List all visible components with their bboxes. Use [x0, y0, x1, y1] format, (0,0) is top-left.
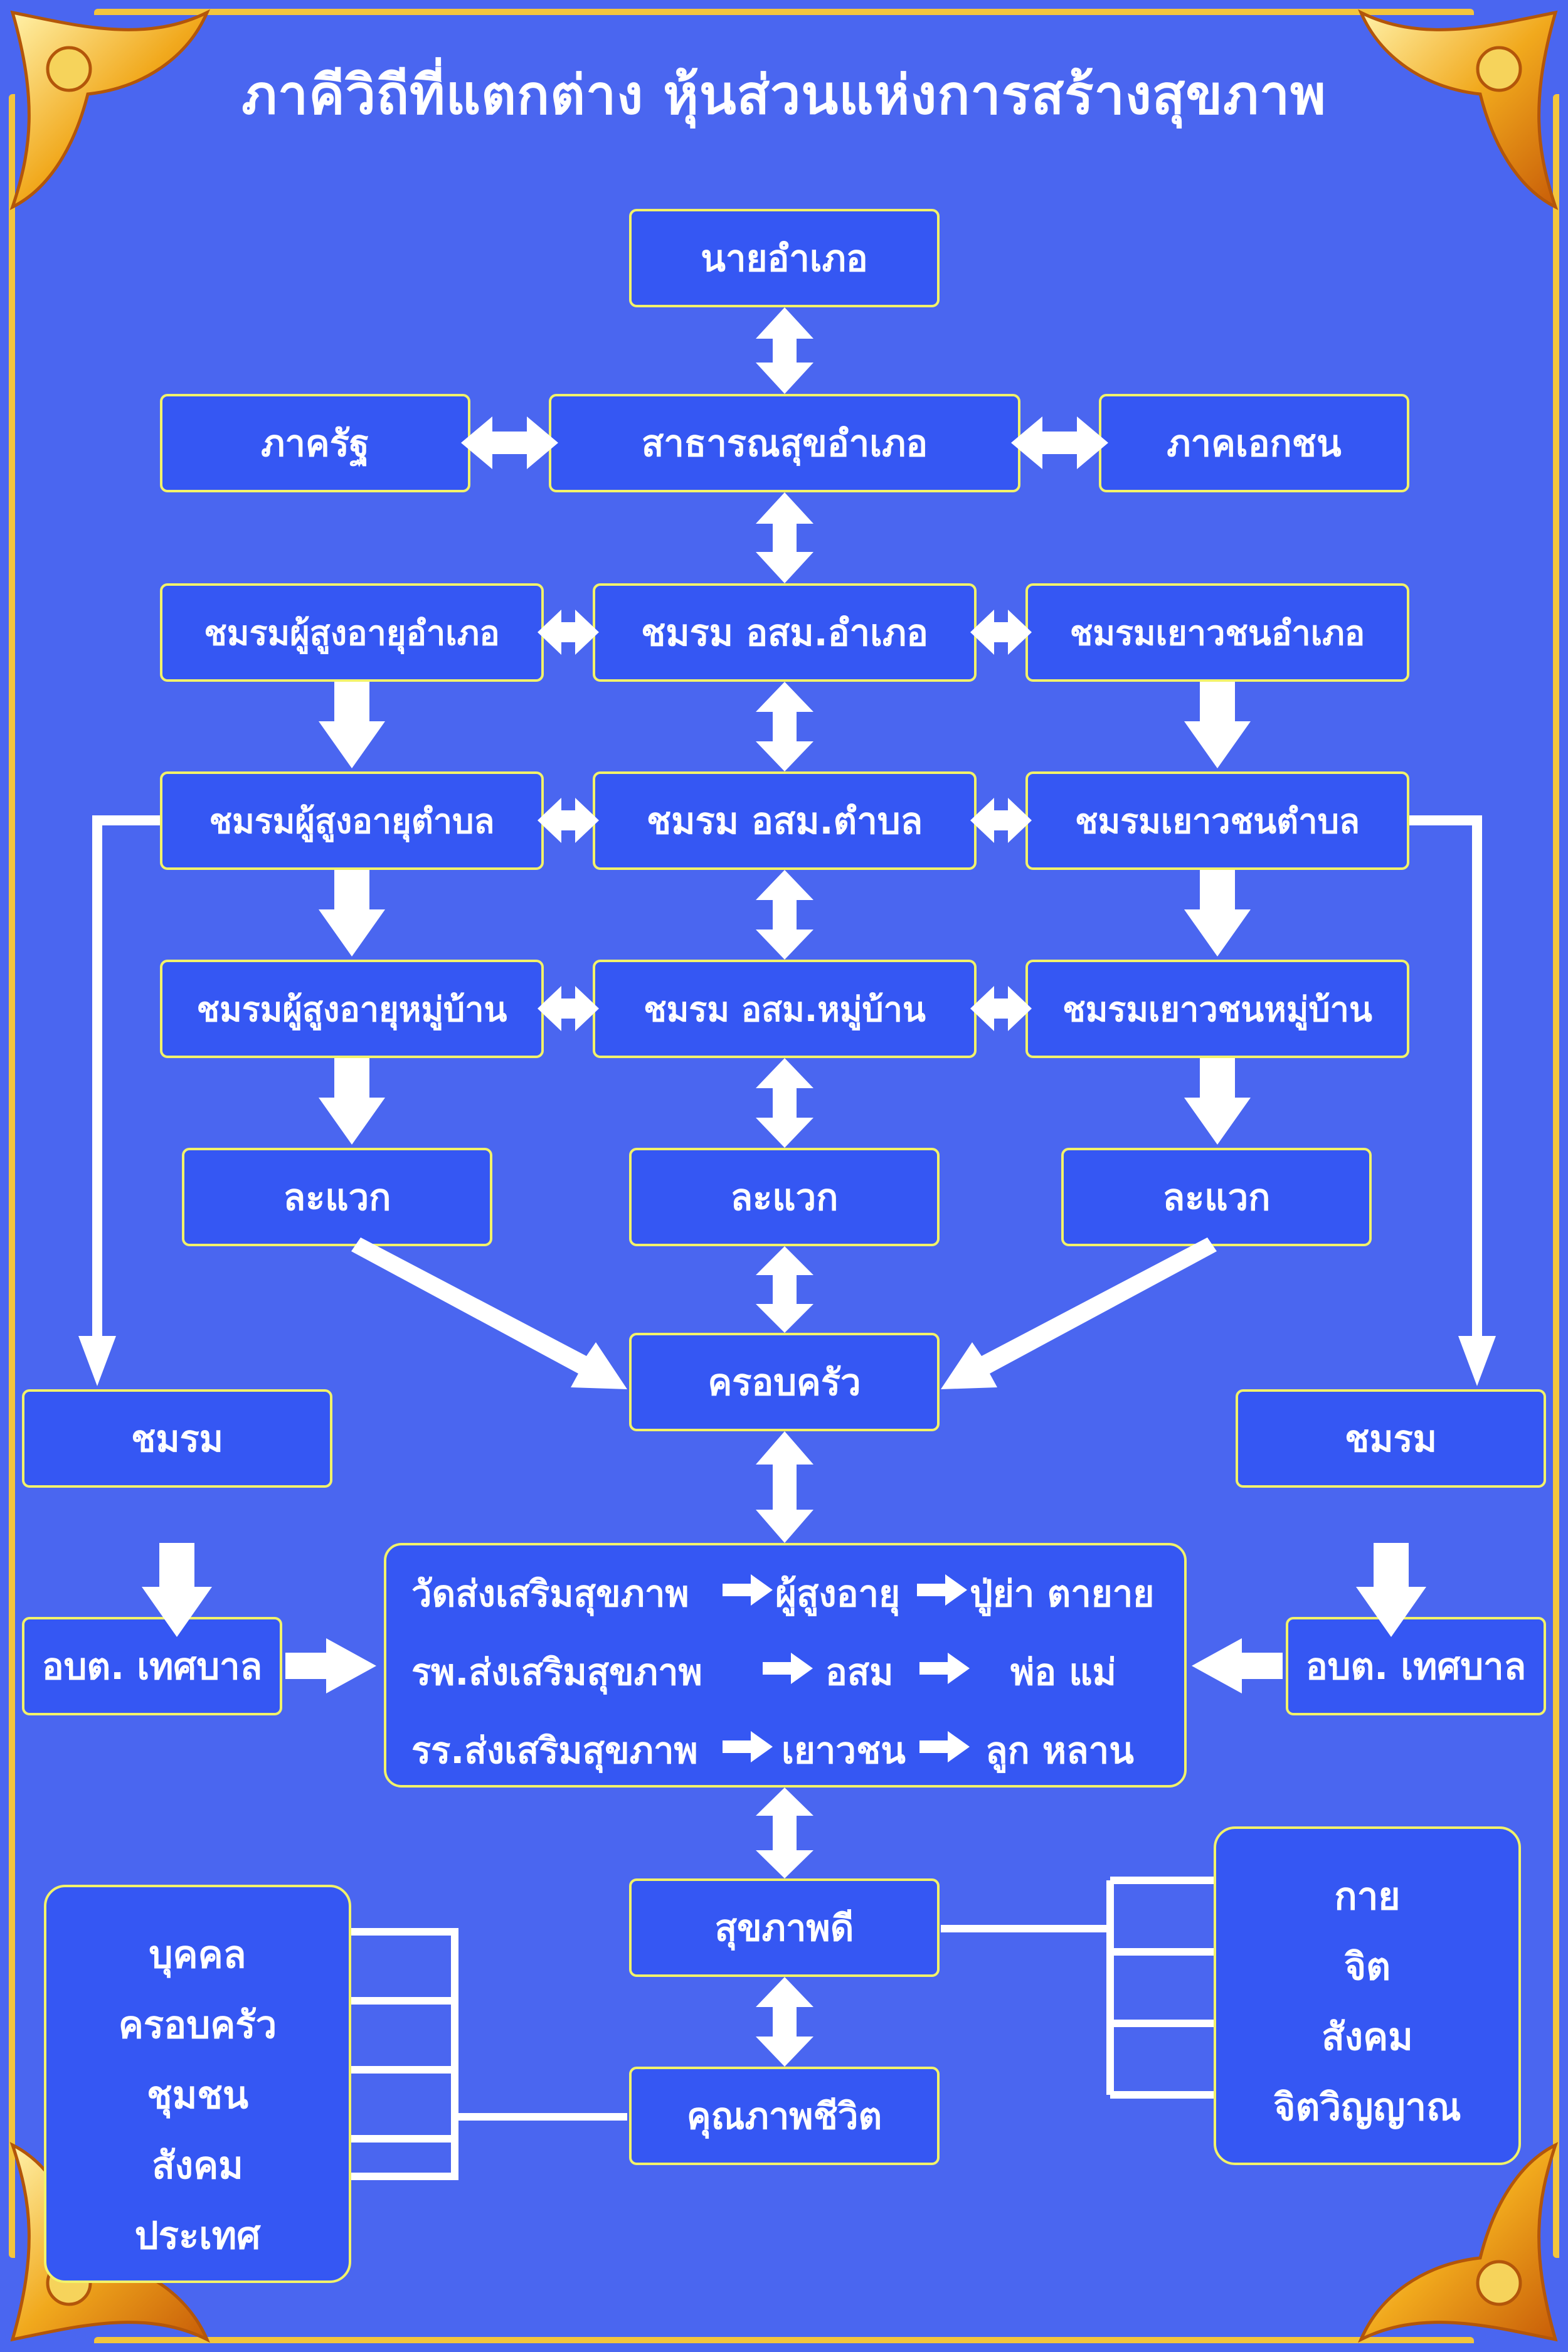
- elderly-club-district-box: ชมรมผู้สูงอายุอำเภอ: [160, 583, 544, 682]
- dimension-item: จิต: [1343, 1945, 1391, 1989]
- local-admin-right-box: อบต. เทศบาล: [1286, 1617, 1546, 1715]
- promotion-group: ผู้สูงอายุ: [775, 1572, 901, 1615]
- arrow-down-icon: [319, 682, 385, 768]
- arrow-down-icon: [1184, 1058, 1251, 1145]
- arrow-right-icon: [919, 1729, 970, 1771]
- double-arrow-horizontal-icon: [970, 798, 1032, 843]
- arrow-right-icon: [285, 1638, 376, 1693]
- double-arrow-vertical-icon: [756, 492, 813, 583]
- arrow-down-icon: [1184, 682, 1251, 768]
- neighborhood-center-box: ละแวก: [629, 1148, 940, 1246]
- double-arrow-horizontal-icon: [538, 610, 599, 655]
- double-arrow-horizontal-icon: [970, 610, 1032, 655]
- promotion-relatives: ปู่ย่า ตายาย: [970, 1572, 1155, 1615]
- corner-ornament-bottom-right: [1358, 2142, 1559, 2343]
- promotion-group: อสม: [825, 1651, 894, 1693]
- double-arrow-vertical-icon: [756, 307, 813, 394]
- double-arrow-horizontal-icon: [538, 798, 599, 843]
- promotion-place: รพ.ส่งเสริมสุขภาพ: [411, 1651, 702, 1693]
- double-arrow-vertical-icon: [756, 682, 813, 771]
- gold-border-right: [1553, 94, 1563, 2258]
- health-promotion-panel: วัดส่งเสริมสุขภาพ ผู้สูงอายุ ปู่ย่า ตายา…: [384, 1543, 1187, 1788]
- level-item: บุคคล: [149, 1933, 246, 1977]
- gold-border-left: [9, 94, 19, 2258]
- double-arrow-horizontal-icon: [1011, 416, 1108, 469]
- promotion-place: วัดส่งเสริมสุขภาพ: [411, 1572, 689, 1615]
- district-chief-box: นายอำเภอ: [629, 209, 940, 307]
- elderly-club-village-box: ชมรมผู้สูงอายุหมู่บ้าน: [160, 960, 544, 1058]
- youth-club-district-box: ชมรมเยาวชนอำเภอ: [1025, 583, 1409, 682]
- good-health-box: สุขภาพดี: [629, 1878, 940, 1977]
- club-right-box: ชมรม: [1236, 1389, 1546, 1488]
- double-arrow-vertical-icon: [756, 1058, 813, 1148]
- vhv-club-subdistrict-box: ชมรม อสม.ตำบล: [593, 771, 977, 870]
- dimension-item: กาย: [1334, 1875, 1401, 1919]
- double-arrow-vertical-icon: [756, 1788, 813, 1878]
- gold-border-top: [94, 9, 1474, 19]
- private-sector-box: ภาคเอกชน: [1099, 394, 1409, 492]
- arrow-down-icon: [1184, 870, 1251, 956]
- levels-list-box: บุคคล ครอบครัว ชุมชน สังคม ประเทศ: [44, 1885, 351, 2283]
- arrow-right-icon: [919, 1650, 970, 1693]
- arrow-down-icon: [319, 870, 385, 956]
- double-arrow-horizontal-icon: [970, 986, 1032, 1031]
- corner-ornament-top-left: [9, 9, 210, 210]
- dimension-connector-right: [941, 1877, 1214, 2099]
- arrow-down-icon: [319, 1058, 385, 1145]
- arrow-down-icon: [142, 1543, 212, 1637]
- page-title: ภาคีวิถีที่แตกต่าง หุ้นส่วนแห่งการสร้างส…: [241, 64, 1327, 127]
- level-item: สังคม: [152, 2144, 243, 2188]
- level-item: ประเทศ: [134, 2214, 261, 2258]
- family-box: ครอบครัว: [629, 1333, 940, 1431]
- arrow-right-icon: [723, 1572, 773, 1614]
- double-arrow-horizontal-icon: [538, 986, 599, 1031]
- neighborhood-right-box: ละแวก: [1061, 1148, 1372, 1246]
- arrow-right-icon: [723, 1729, 773, 1771]
- promotion-group: เยาวชน: [781, 1729, 906, 1772]
- elbow-line-right: [1409, 815, 1482, 1342]
- promotion-place: รร.ส่งเสริมสุขภาพ: [411, 1729, 698, 1772]
- arrow-right-icon: [763, 1650, 813, 1693]
- dimension-item: สังคม: [1322, 2015, 1413, 2059]
- local-admin-left-box: อบต. เทศบาล: [22, 1617, 282, 1715]
- promotion-relatives: พ่อ แม่: [1010, 1651, 1116, 1693]
- arrow-down-icon: [78, 1336, 116, 1386]
- dimensions-list-box: กาย จิต สังคม จิตวิญญาณ: [1214, 1826, 1521, 2165]
- gold-border-bottom: [94, 2337, 1474, 2347]
- elbow-line-left: [92, 815, 160, 1342]
- corner-ornament-top-right: [1358, 9, 1559, 210]
- arrow-left-icon: [1192, 1638, 1283, 1693]
- level-item: ชุมชน: [146, 2074, 248, 2117]
- dimension-item: จิตวิญญาณ: [1273, 2085, 1461, 2129]
- double-arrow-vertical-icon: [756, 1246, 813, 1333]
- arrow-right-icon: [917, 1572, 967, 1614]
- arrow-down-icon: [1458, 1336, 1496, 1386]
- youth-club-subdistrict-box: ชมรมเยาวชนตำบล: [1025, 771, 1409, 870]
- promotion-relatives: ลูก หลาน: [985, 1729, 1134, 1772]
- level-item: ครอบครัว: [118, 2003, 277, 2047]
- double-arrow-vertical-icon: [756, 1431, 813, 1543]
- youth-club-village-box: ชมรมเยาวชนหมู่บ้าน: [1025, 960, 1409, 1058]
- diagonal-arrow-icon: [941, 1237, 1217, 1389]
- elderly-club-subdistrict-box: ชมรมผู้สูงอายุตำบล: [160, 771, 544, 870]
- club-left-box: ชมรม: [22, 1389, 332, 1488]
- double-arrow-vertical-icon: [756, 1977, 813, 2067]
- arrow-down-icon: [1356, 1543, 1426, 1637]
- diagonal-arrow-icon: [351, 1237, 627, 1389]
- double-arrow-horizontal-icon: [461, 416, 558, 469]
- level-connector-left: [351, 1928, 627, 2180]
- neighborhood-left-box: ละแวก: [182, 1148, 492, 1246]
- vhv-club-village-box: ชมรม อสม.หมู่บ้าน: [593, 960, 977, 1058]
- quality-of-life-box: คุณภาพชีวิต: [629, 2067, 940, 2165]
- double-arrow-vertical-icon: [756, 870, 813, 960]
